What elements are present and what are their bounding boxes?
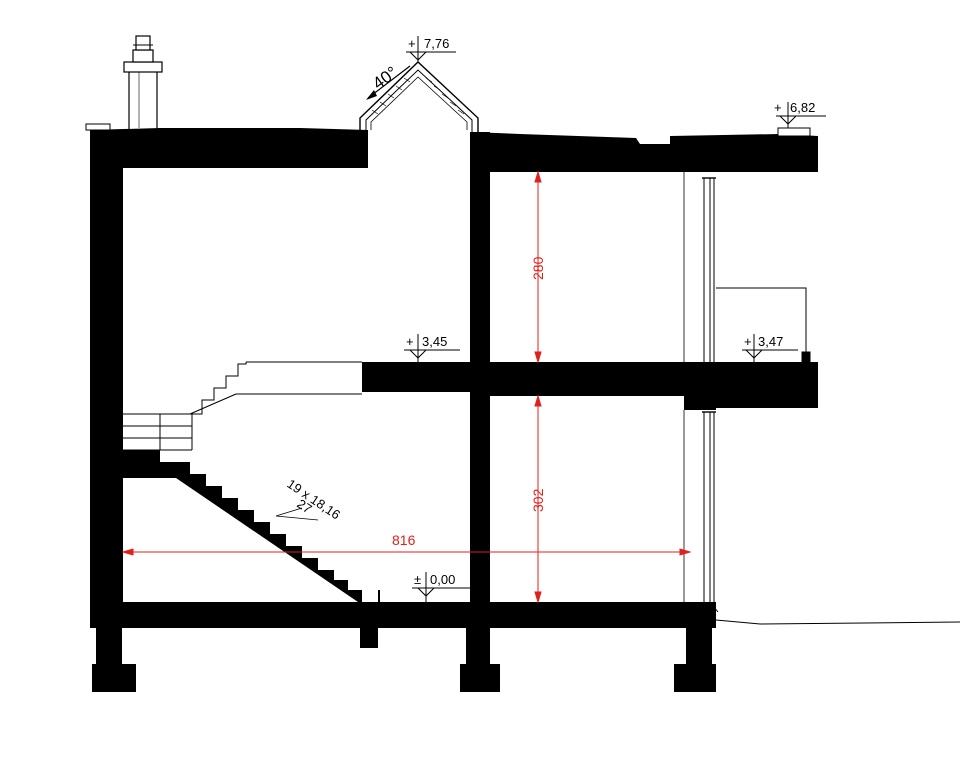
roof-slab-right	[470, 127, 818, 172]
elevation-marker-ridge: + 7,76	[406, 36, 456, 62]
ground-floor-sign: ±	[414, 572, 421, 587]
balcony-railing	[716, 287, 811, 363]
stair-steps-label: 19 x 18,16	[284, 476, 343, 522]
roof-angle-annotation: 40°	[366, 63, 411, 100]
elevation-marker-roof-right: + 6,82	[774, 100, 826, 128]
right-facade-windows	[683, 172, 719, 613]
roof-angle-label: 40°	[369, 63, 401, 93]
lower-height-label: 302	[530, 488, 546, 512]
ground-floor-slab	[90, 602, 716, 628]
stair-landing	[123, 413, 193, 451]
roof-right-sign: +	[774, 100, 782, 115]
terrain-line	[715, 619, 961, 625]
stair-tread-label: 27	[294, 496, 314, 517]
dimension-width	[121, 548, 692, 556]
ridge-sign: +	[408, 36, 416, 51]
floor-upper-right-value: 3,47	[758, 334, 783, 349]
intermediate-floor-slab	[362, 362, 818, 410]
upper-height-label: 280	[530, 256, 546, 280]
chimney	[123, 35, 163, 131]
elevation-marker-floor-upper-right: + 3,47	[742, 334, 798, 362]
roof-slab-left	[85, 123, 368, 168]
left-exterior-wall	[90, 130, 123, 618]
width-label: 816	[392, 532, 416, 548]
foundations	[92, 628, 716, 692]
central-wall	[470, 132, 490, 620]
roof-right-value: 6,82	[790, 100, 815, 115]
elevation-marker-ground-floor: ± 0,00	[412, 572, 470, 602]
dimension-lower-height	[534, 394, 542, 604]
stair-upper-flight	[189, 361, 362, 415]
stair-annotation: 19 x 18,16 27	[275, 476, 343, 522]
dimension-upper-height	[534, 170, 542, 364]
ground-floor-value: 0,00	[430, 572, 455, 587]
stair-lower-flight	[123, 450, 380, 602]
elevation-marker-floor-upper-left: + 3,45	[404, 334, 460, 362]
floor-upper-right-sign: +	[744, 334, 752, 349]
floor-upper-left-value: 3,45	[422, 334, 447, 349]
floor-upper-left-sign: +	[406, 334, 414, 349]
ridge-value: 7,76	[424, 36, 449, 51]
